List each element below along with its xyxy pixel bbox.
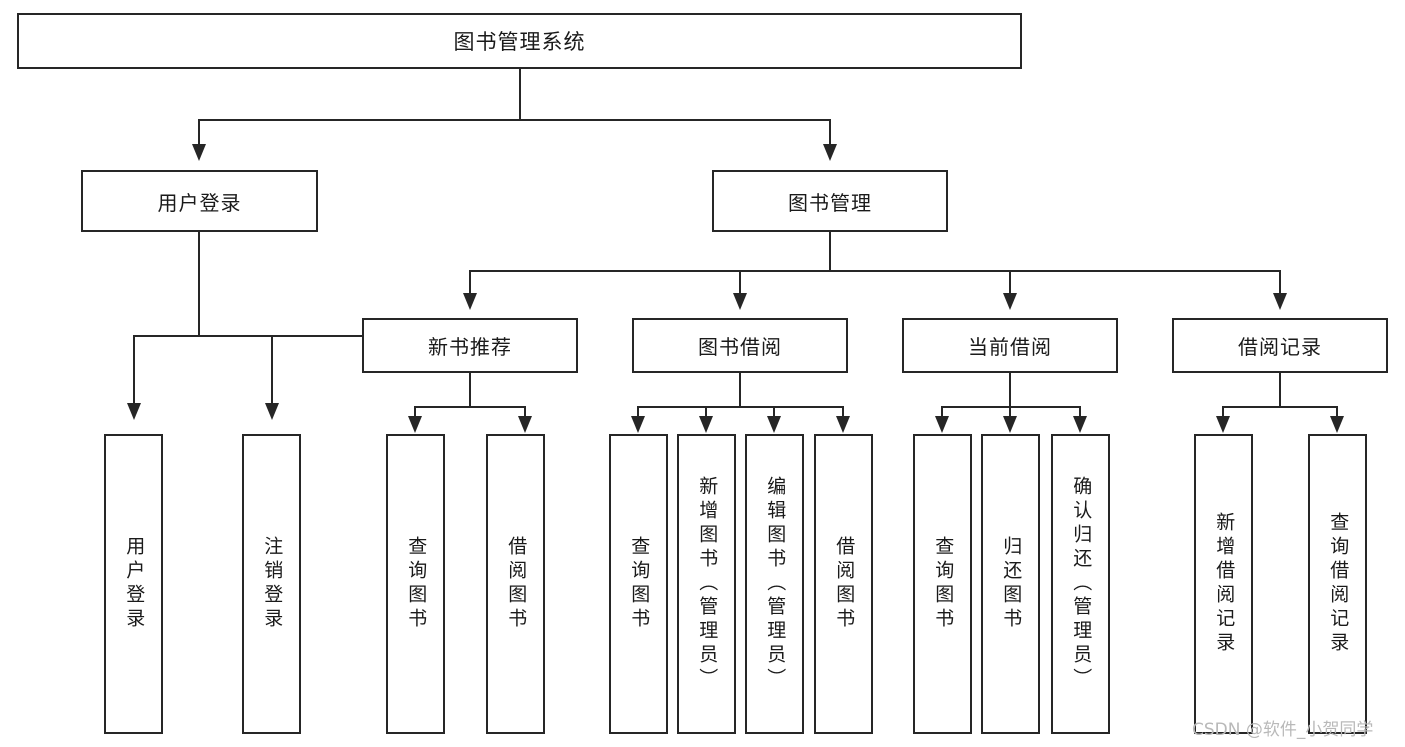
arrow-to-user-login [192,144,206,161]
arrow-to-leaf-confirm-return [1073,416,1087,433]
node-borrow-record[interactable]: 借阅记录 [1172,318,1388,373]
connector-new-book-stem [469,373,471,407]
connector-current-borrow-stem [1009,373,1011,407]
leaf-add-book[interactable]: 新增图书（管理员） [677,434,736,734]
connector-root-stem [519,69,521,120]
leaf-label: 确认归还（管理员） [1070,476,1093,692]
leaf-label: 用户登录 [123,536,146,632]
node-user-login[interactable]: 用户登录 [81,170,318,232]
arrow-to-leaf-query-borrow-record [1330,416,1344,433]
leaf-query-book-borrow[interactable]: 查询图书 [609,434,668,734]
connector-level3-drop-3 [1009,270,1011,295]
connector-book-borrow-drop-3 [773,406,775,418]
connector-current-borrow-drop-3 [1079,406,1081,418]
arrow-to-leaf-borrow-book-recommend [518,416,532,433]
csdn-watermark: CSDN @软件_小贺同学 [1192,720,1374,740]
leaf-label: 查询借阅记录 [1327,512,1350,656]
node-label: 用户登录 [157,190,242,215]
node-label: 图书管理系统 [453,30,586,54]
leaf-borrow-book[interactable]: 借阅图书 [814,434,873,734]
arrow-to-borrow-record [1273,293,1287,310]
leaf-return-book[interactable]: 归还图书 [981,434,1040,734]
node-label: 借阅记录 [1238,335,1322,359]
connector-level3-bus [469,270,1281,272]
connector-borrow-record-drop-2 [1336,406,1338,418]
arrow-to-leaf-logout [265,403,279,420]
arrow-to-book-management [823,144,837,161]
arrow-to-current-borrow [1003,293,1017,310]
leaf-user-login[interactable]: 用户登录 [104,434,163,734]
connector-borrow-record-stem [1279,373,1281,407]
connector-current-borrow-drop-2 [1009,406,1011,418]
node-book-borrow[interactable]: 图书借阅 [632,318,848,373]
connector-book-borrow-drop-4 [842,406,844,418]
connector-book-borrow-stem [739,373,741,407]
node-current-borrow[interactable]: 当前借阅 [902,318,1118,373]
node-root-system[interactable]: 图书管理系统 [17,13,1022,69]
arrow-to-leaf-add-book [699,416,713,433]
leaf-edit-book[interactable]: 编辑图书（管理员） [745,434,804,734]
arrow-to-leaf-add-borrow-record [1216,416,1230,433]
leaf-label: 查询图书 [628,536,651,632]
arrow-to-leaf-borrow-book [836,416,850,433]
node-label: 图书借阅 [698,335,782,359]
arrow-to-book-borrow [733,293,747,310]
node-label: 当前借阅 [968,335,1052,359]
connector-current-borrow-drop-1 [941,406,943,418]
arrow-to-leaf-query-book-recommend [408,416,422,433]
connector-user-login-drop-1 [133,335,135,405]
connector-current-borrow-bus [941,406,1081,408]
leaf-label: 新增图书（管理员） [696,476,719,692]
leaf-confirm-return[interactable]: 确认归还（管理员） [1051,434,1110,734]
leaf-borrow-book-recommend[interactable]: 借阅图书 [486,434,545,734]
leaf-query-book-current[interactable]: 查询图书 [913,434,972,734]
connector-user-login-bus [133,335,405,337]
leaf-label: 新增借阅记录 [1213,512,1236,656]
leaf-label: 查询图书 [932,536,955,632]
leaf-query-book-recommend[interactable]: 查询图书 [386,434,445,734]
arrow-to-leaf-user-login [127,403,141,420]
leaf-label: 借阅图书 [833,536,856,632]
arrow-to-leaf-return-book [1003,416,1017,433]
leaf-label: 查询图书 [405,536,428,632]
arrow-to-leaf-query-book-borrow [631,416,645,433]
connector-new-book-bus [414,406,526,408]
leaf-label: 编辑图书（管理员） [764,476,787,692]
connector-book-borrow-bus [637,406,844,408]
connector-book-management-stem [829,232,831,271]
connector-new-book-drop-2 [524,406,526,418]
leaf-label: 借阅图书 [505,536,528,632]
arrow-to-leaf-query-book-current [935,416,949,433]
connector-book-borrow-drop-2 [705,406,707,418]
arrow-to-new-book-recommend [463,293,477,310]
node-book-management[interactable]: 图书管理 [712,170,948,232]
connector-borrow-record-bus [1222,406,1338,408]
node-new-book-recommend[interactable]: 新书推荐 [362,318,578,373]
connector-level3-drop-4 [1279,270,1281,295]
leaf-logout[interactable]: 注销登录 [242,434,301,734]
connector-borrow-record-drop-1 [1222,406,1224,418]
arrow-to-leaf-edit-book [767,416,781,433]
connector-level2-bus [198,119,831,121]
node-label: 新书推荐 [428,335,512,359]
leaf-add-borrow-record[interactable]: 新增借阅记录 [1194,434,1253,734]
connector-level3-drop-1 [469,270,471,295]
connector-level2-drop-left [198,119,200,146]
connector-new-book-drop-1 [414,406,416,418]
connector-level2-drop-right [829,119,831,146]
leaf-label: 注销登录 [261,536,284,632]
connector-user-login-drop-2 [271,335,273,405]
leaf-label: 归还图书 [1000,536,1023,632]
connector-level3-drop-2 [739,270,741,295]
node-label: 图书管理 [788,190,872,215]
connector-book-borrow-drop-1 [637,406,639,418]
leaf-query-borrow-record[interactable]: 查询借阅记录 [1308,434,1367,734]
connector-user-login-stem [198,232,200,336]
